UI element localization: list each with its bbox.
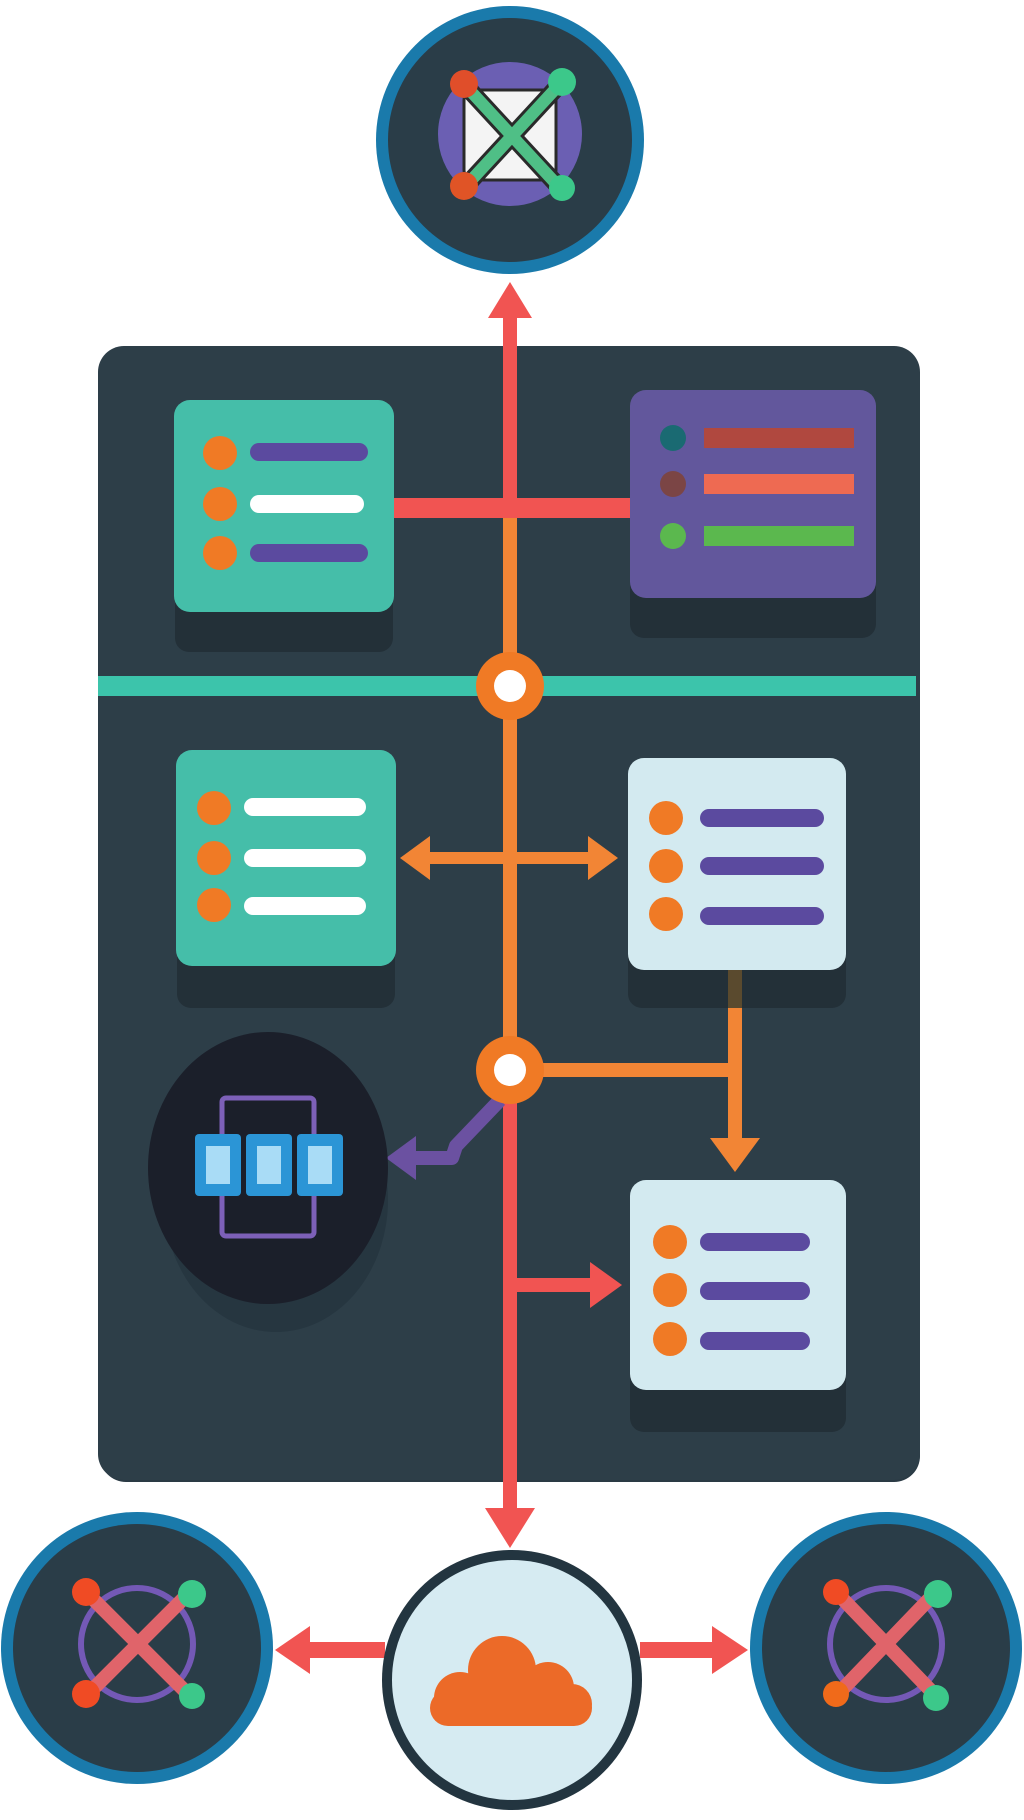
bullet <box>660 425 686 451</box>
bullet <box>649 801 683 835</box>
text-line <box>244 849 366 867</box>
spine-bottom-arrowhead <box>485 1508 535 1548</box>
bullet <box>653 1273 687 1307</box>
bullet <box>660 471 686 497</box>
chip-array-icon <box>195 1095 344 1239</box>
spine-top-arrowhead <box>488 282 532 318</box>
text-line <box>244 897 366 915</box>
bullet <box>660 523 686 549</box>
connector-mid-arrowhead-left <box>400 836 430 880</box>
cloud-node[interactable] <box>275 1550 748 1810</box>
arrowhead-left <box>275 1626 310 1674</box>
arrowhead-right <box>712 1626 748 1674</box>
bullet <box>203 536 237 570</box>
network-x-icon <box>823 1579 952 1711</box>
text-line <box>250 544 368 562</box>
cloud-icon <box>430 1636 592 1726</box>
text-line <box>244 798 366 816</box>
bullet <box>653 1225 687 1259</box>
text-line <box>700 1332 810 1350</box>
text-line <box>250 495 364 513</box>
connector-red-right-arrowhead <box>590 1262 622 1308</box>
network-x-icon <box>438 62 582 206</box>
bottom-right-node[interactable] <box>750 1512 1022 1784</box>
text-line <box>700 1233 810 1251</box>
bullet <box>197 841 231 875</box>
text-line <box>700 857 824 875</box>
connector-purple <box>410 1095 506 1165</box>
connector-elbow-arrowhead <box>710 1138 760 1172</box>
text-line <box>704 428 854 448</box>
bullet <box>649 849 683 883</box>
bullet <box>649 897 683 931</box>
text-line <box>250 443 368 461</box>
connector-top-cards <box>392 498 632 518</box>
text-line <box>700 907 824 925</box>
card-mid-right[interactable] <box>628 758 846 970</box>
card-mid-left[interactable] <box>176 750 396 966</box>
connector-purple-arrowhead <box>386 1136 416 1180</box>
card-top-left[interactable] <box>174 400 394 612</box>
network-x-icon <box>72 1578 206 1709</box>
connector-mid-arrowhead-right <box>588 836 618 880</box>
bullet <box>653 1322 687 1356</box>
bullet <box>197 791 231 825</box>
connector-elbow-dark <box>728 968 742 1010</box>
text-line <box>700 809 824 827</box>
text-line <box>700 1282 810 1300</box>
bottom-left-node[interactable] <box>1 1512 273 1784</box>
circuit-node[interactable] <box>148 1032 388 1332</box>
bullet <box>203 436 237 470</box>
card-top-right[interactable] <box>630 390 876 598</box>
card-bottom-right[interactable] <box>630 1180 846 1390</box>
top-node[interactable] <box>376 6 644 274</box>
bullet <box>197 888 231 922</box>
junction-ring-icon <box>476 1036 544 1104</box>
junction-ring-icon <box>476 652 544 720</box>
text-line <box>704 474 854 494</box>
text-line <box>704 526 854 546</box>
bullet <box>203 487 237 521</box>
